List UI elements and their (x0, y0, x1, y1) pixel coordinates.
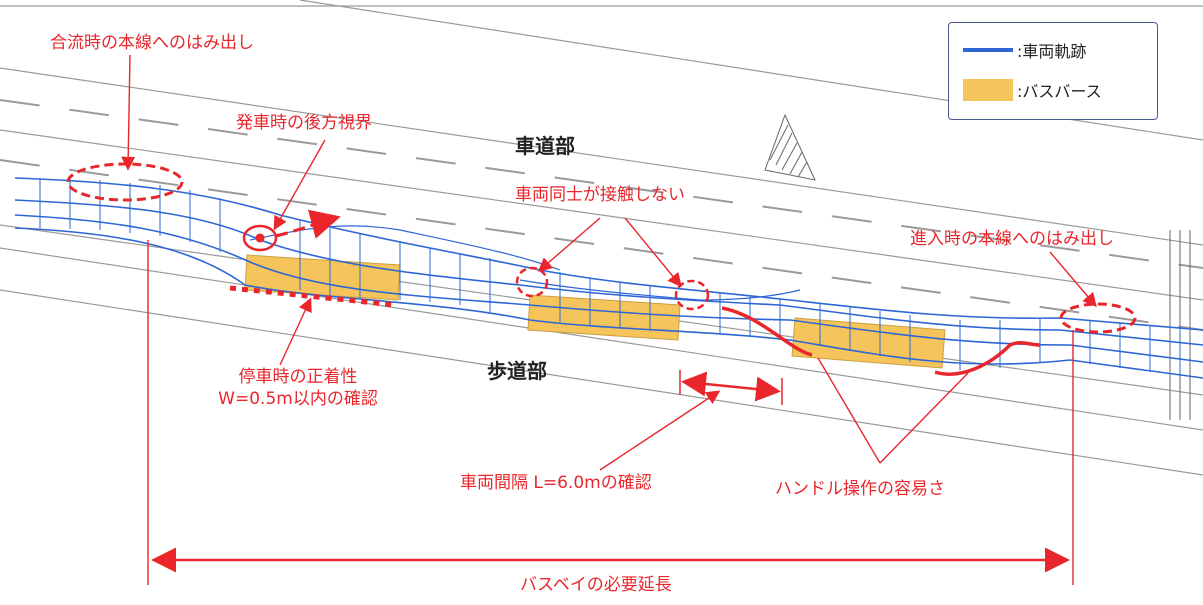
steering-ease-label: ハンドル操作の容易さ (775, 479, 945, 499)
legend-busbase-row: :バスバース (963, 77, 1102, 103)
required-length-label: バスベイの必要延長 (520, 575, 672, 595)
steering-path-2 (934, 341, 1041, 376)
legend-busbase-swatch (963, 79, 1013, 101)
merge-overhang-label: 合流時の本線へのはみ出し (50, 33, 254, 53)
vehicle-gap-label: 車両間隔 L=6.0mの確認 (460, 473, 652, 493)
annotation-graphics (66, 54, 1137, 585)
legend-track-swatch (963, 48, 1013, 52)
zebra-area (764, 113, 1191, 420)
departure-rear-view-label: 発車時の後方視界 (236, 113, 372, 133)
legend-busbase-label: :バスバース (1017, 82, 1102, 101)
contact-point-1 (515, 266, 549, 298)
vehicle-track-ticks (39, 178, 1181, 375)
gap-dimension-arrow (681, 371, 781, 402)
vehicle-track (14, 177, 1203, 379)
stop-alignment-label: 停車時の正着性 W=0.5m以内の確認 (198, 366, 398, 410)
stop-alignment-dots (229, 285, 396, 308)
stop-alignment-line2: W=0.5m以内の確認 (218, 389, 378, 410)
bus-berth-3 (791, 317, 946, 369)
legend-track-row: :車両軌跡 (963, 37, 1086, 63)
bus-berth-2 (527, 294, 681, 341)
bus-berths (244, 254, 946, 369)
lane-dashes (0, 99, 1203, 331)
stop-alignment-line1: 停車時の正着性 (238, 367, 358, 387)
departure-point-ellipse (242, 224, 278, 252)
entry-overhang-label: 進入時の本線へのはみ出し (910, 229, 1114, 249)
departure-view-arrow (275, 209, 341, 239)
steering-path-1 (721, 306, 813, 357)
contact-point-2 (674, 279, 710, 311)
bus-berth-1 (244, 254, 401, 301)
entry-overhang-ellipse (1059, 302, 1137, 334)
legend: :車両軌跡 :バスバース (948, 22, 1158, 120)
sidewalk-label: 歩道部 (487, 359, 547, 383)
legend-track-label: :車両軌跡 (1017, 42, 1087, 61)
roadway-label: 車道部 (515, 134, 575, 158)
no-contact-label: 車両同士が接触しない (515, 185, 685, 205)
